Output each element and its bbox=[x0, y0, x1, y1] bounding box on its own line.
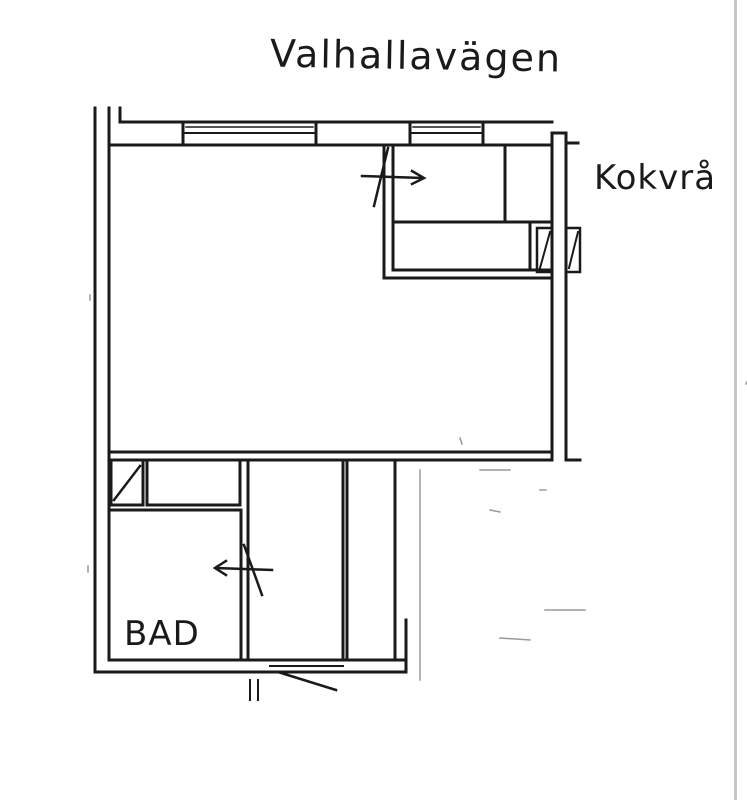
kitchen-label: Kokvrå bbox=[594, 158, 717, 198]
scan-marks bbox=[87, 294, 747, 681]
hall-walls bbox=[93, 458, 408, 674]
top-wall bbox=[107, 106, 554, 147]
kitchen-window bbox=[535, 226, 582, 274]
bath-duct bbox=[107, 458, 242, 512]
bath-door-swing bbox=[212, 543, 274, 597]
bathroom-label: BAD bbox=[124, 614, 200, 654]
page-right-edge bbox=[734, 0, 737, 800]
entrance-door bbox=[249, 665, 344, 701]
top-window-left bbox=[181, 120, 318, 147]
kitchen-door-swing bbox=[360, 146, 427, 208]
right-wall bbox=[550, 131, 582, 462]
kitchen-nook bbox=[382, 143, 554, 280]
top-window-right bbox=[408, 120, 485, 147]
street-label: Valhallavägen bbox=[269, 31, 563, 81]
left-outer-wall bbox=[93, 106, 111, 674]
